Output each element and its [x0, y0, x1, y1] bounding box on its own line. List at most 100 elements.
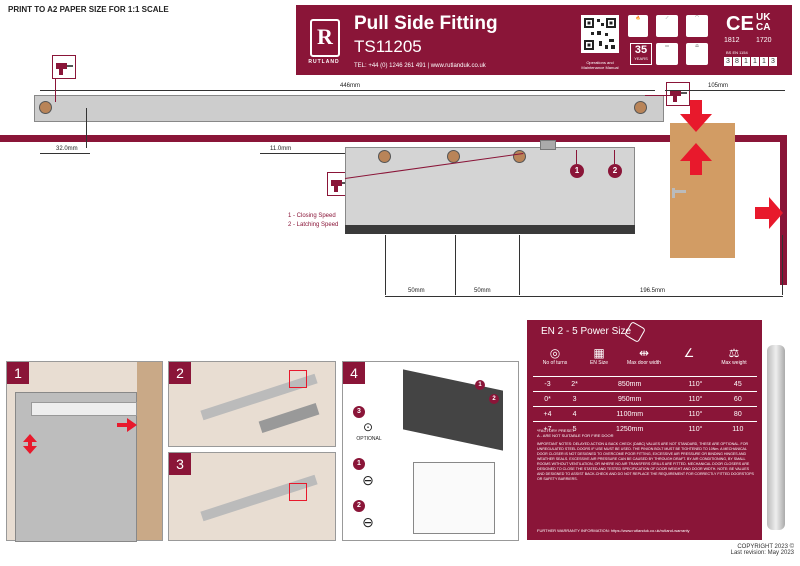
- drill-icon: [666, 82, 690, 106]
- optional-label: OPTIONAL: [356, 436, 382, 442]
- important-notes: IMPORTANT NOTES: DELAYED ACTION & BACK C…: [537, 442, 754, 481]
- title-block: R RUTLAND Pull Side Fitting TS11205 TEL:…: [296, 5, 792, 75]
- dim-center-drop: 11.0mm: [270, 146, 292, 152]
- valve-marker: [576, 150, 577, 164]
- ops-manual-label: Operations and Maintenance Manual: [581, 60, 619, 70]
- rutland-logo: R: [310, 19, 340, 57]
- up-arrow-icon: [680, 143, 712, 175]
- step-2-panel: 2: [168, 361, 336, 447]
- detail-box: [289, 370, 307, 388]
- drill-icon: [52, 55, 76, 79]
- leader-line: [645, 95, 670, 96]
- turns-icon: ◎No of turns: [542, 346, 568, 366]
- step-badge-1: 1: [353, 458, 365, 470]
- door-width-icon: ⇹Max door width: [627, 346, 661, 366]
- weight-icon: ⚖Max weight: [721, 346, 747, 366]
- spec-table-title: EN 2 - 5 Power Size: [541, 326, 632, 337]
- closer-3d: [403, 369, 503, 451]
- contact-line: TEL: +44 (0) 1246 261 491 | www.rutlandu…: [354, 63, 486, 69]
- step-badge-2: 2: [353, 500, 365, 512]
- fire-rated-icon: 🔥: [628, 15, 648, 37]
- step-3-panel: 3: [168, 452, 336, 541]
- spec-table-panel: EN 2 - 5 Power Size ◎No of turns ▦EN Siz…: [527, 320, 762, 540]
- decrease-icon: ⊖: [362, 514, 374, 530]
- leader-line: [55, 78, 56, 102]
- fixing-hole: [513, 150, 526, 163]
- dimension-line: [40, 153, 90, 154]
- step-number: 3: [169, 453, 191, 475]
- dimension-line: [782, 235, 783, 295]
- arrow-icon: [23, 434, 37, 454]
- valve-2-badge: 2: [489, 394, 499, 404]
- legend-closing: 1 - Closing Speed: [288, 213, 336, 219]
- product-code: TS11205: [354, 37, 422, 56]
- warranty-link[interactable]: FURTHER WARRANTY INFORMATION: https://ww…: [537, 528, 690, 533]
- dim-gap-2: 50mm: [474, 288, 491, 294]
- dim-gap-1: 50mm: [408, 288, 425, 294]
- dimension-line: [385, 235, 386, 295]
- print-note: PRINT TO A2 PAPER SIZE FOR 1:1 SCALE: [8, 5, 169, 14]
- fixing-hole: [634, 101, 647, 114]
- speed-icon: ⌒: [686, 15, 708, 37]
- product-title: Pull Side Fitting: [354, 13, 498, 34]
- fixing-hole: [39, 101, 52, 114]
- door-illustration: [15, 392, 137, 542]
- hexagon-icon: [624, 321, 646, 343]
- valve-1-badge: 1: [475, 380, 485, 390]
- copyright: COPYRIGHT 2023 © Last revision: May 2023: [730, 544, 794, 556]
- detail-box: [289, 483, 307, 501]
- weight-icon: ⚖: [686, 43, 708, 65]
- en-size-icon: ▦EN Size: [589, 346, 609, 366]
- door-frame-right: [780, 135, 787, 285]
- template-illustration: [31, 402, 137, 416]
- factory-note: *FACTORY PRESET A - ARE NOT SUITABLE FOR…: [537, 428, 614, 438]
- qr-code: [581, 15, 619, 53]
- dimension-line: [385, 296, 783, 297]
- right-arrow-icon: [755, 197, 783, 229]
- arrow-icon: [117, 418, 137, 432]
- step-4-panel: 4 1 2 3 ⊙ OPTIONAL 1 ⊖ 2 ⊖: [342, 361, 519, 541]
- backcheck-icon: ⊙: [362, 420, 374, 434]
- ukca-number: 1720: [756, 37, 772, 44]
- dimension-line: [86, 108, 87, 148]
- adjust-valve-1: 1: [570, 164, 584, 178]
- ce-number: 1812: [724, 37, 740, 44]
- pinion: [540, 140, 556, 150]
- header-icons: ◎No of turns ▦EN Size ⇹Max door width ∠ …: [533, 346, 757, 374]
- door-swing-illustration: [413, 462, 495, 534]
- down-arrow-icon: [680, 100, 712, 132]
- years-badge: 35 YEARS: [630, 43, 652, 65]
- step-number: 2: [169, 362, 191, 384]
- opening-angle-icon: ∠: [683, 346, 695, 360]
- dimension-line: [455, 235, 456, 295]
- dim-left-drop: 32.0mm: [56, 146, 78, 152]
- step-number: 4: [343, 362, 365, 384]
- adjust-valve-2: 2: [608, 164, 622, 178]
- dimension-line: [40, 90, 655, 91]
- door-hinge: [767, 345, 785, 530]
- increase-icon: ⊖: [362, 472, 374, 488]
- valve-marker: [614, 150, 615, 164]
- door-width-icon: ▭: [656, 43, 678, 65]
- step-number: 1: [7, 362, 29, 384]
- brand-name: RUTLAND: [308, 59, 340, 65]
- closer-base: [345, 225, 635, 234]
- legend-latching: 2 - Latching Speed: [288, 222, 339, 228]
- frame-illustration: [137, 362, 162, 540]
- door-handle: [672, 190, 686, 193]
- dimension-line: [519, 235, 520, 295]
- door-handle: [672, 188, 675, 198]
- dim-right-offset: 105mm: [708, 83, 729, 89]
- ce-mark: CE: [726, 13, 754, 35]
- step-1-panel: 1: [6, 361, 163, 542]
- closer-illustration: [258, 403, 320, 433]
- opening-angle-icon: ⟋: [656, 15, 678, 37]
- en-label: BS EN 1154: [726, 50, 748, 55]
- fixing-hole: [378, 150, 391, 163]
- arm-template: [34, 95, 664, 122]
